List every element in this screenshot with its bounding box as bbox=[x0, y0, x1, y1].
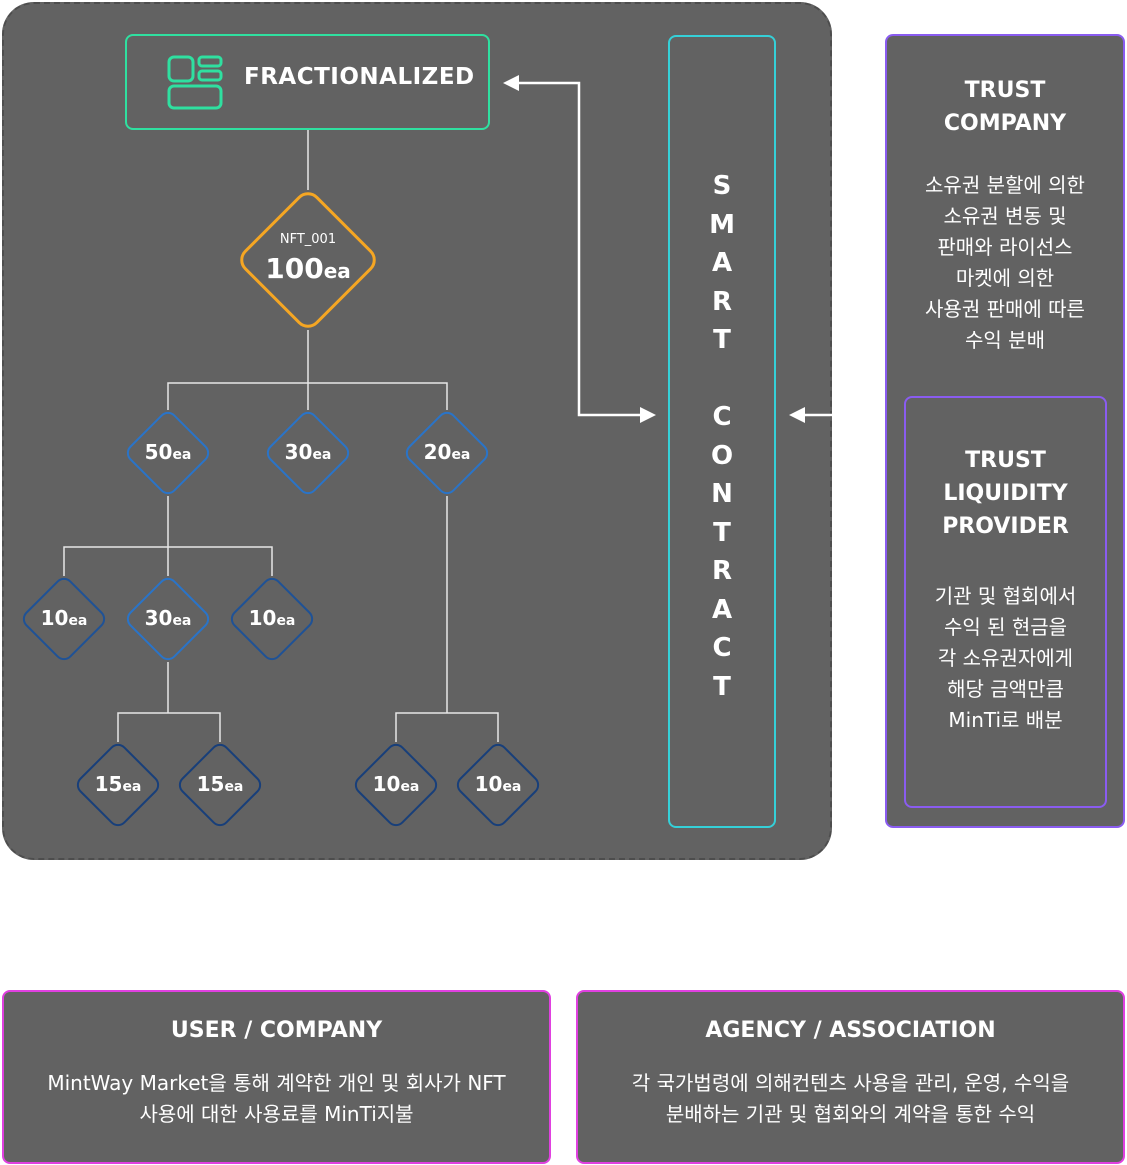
user-company-box bbox=[2, 990, 551, 1164]
agency-association-box bbox=[576, 990, 1125, 1164]
tree-node-value: 50 bbox=[144, 440, 173, 464]
smart-contract-letter: T bbox=[713, 671, 731, 702]
tree-node-value: 10 bbox=[474, 772, 503, 796]
smart-contract-letter: A bbox=[711, 594, 733, 625]
tree-node-value: 10 bbox=[40, 606, 69, 630]
trust-liquidity-description: 기관 및 협회에서 수익 된 현금을 각 소유권자에게 해당 금액만큼 MinT… bbox=[934, 584, 1077, 732]
tree-node-value: 10 bbox=[248, 606, 277, 630]
trust-company-description: 소유권 분할에 의한 소유권 변동 및 판매와 라이선스 마켓에 의한 사용권 … bbox=[925, 173, 1085, 352]
smart-contract-letter bbox=[670, 360, 774, 399]
smart-contract-letter: M bbox=[709, 209, 735, 240]
tree-node-value: 20 bbox=[423, 440, 452, 464]
tree-node-unit: ea bbox=[502, 779, 522, 795]
agency-association-description: 각 국가법령에 의해컨텐츠 사용을 관리, 운영, 수익을 분배하는 기관 및 … bbox=[631, 1071, 1070, 1126]
user-company-title: USER / COMPANY bbox=[170, 1018, 383, 1043]
fractionalized-label: FRACTIONALIZED bbox=[244, 64, 475, 90]
tree-node-amount: 10ea bbox=[351, 772, 441, 796]
tree-node-unit: ea bbox=[122, 779, 142, 795]
trust-liquidity-title: TRUST LIQUIDITY PROVIDER bbox=[942, 448, 1069, 539]
root-node-amount: 100ea bbox=[265, 252, 351, 285]
tree-node-amount: 30ea bbox=[263, 440, 353, 464]
tree-node-amount: 15ea bbox=[73, 772, 163, 796]
tree-node-unit: ea bbox=[400, 779, 420, 795]
fractionalized-box: FRACTIONALIZED bbox=[125, 34, 490, 130]
tree-node-amount: 20ea bbox=[402, 440, 492, 464]
trust-liquidity-box bbox=[904, 396, 1107, 808]
tree-node-unit: ea bbox=[68, 613, 88, 629]
trust-company-title: TRUST COMPANY bbox=[943, 78, 1067, 136]
tree-node-unit: ea bbox=[172, 447, 192, 463]
tree-node-value: 15 bbox=[196, 772, 225, 796]
tree-node-unit: ea bbox=[276, 613, 296, 629]
smart-contract-letter: T bbox=[713, 325, 731, 355]
smart-contract-letter: A bbox=[711, 248, 733, 278]
tree-node-unit: ea bbox=[172, 613, 192, 629]
smart-contract-letter: C bbox=[712, 402, 732, 432]
tree-node-amount: 50ea bbox=[123, 440, 213, 464]
tree-node-value: 15 bbox=[94, 772, 123, 796]
tree-node-unit: ea bbox=[312, 447, 332, 463]
tree-node-value: 30 bbox=[144, 606, 173, 630]
tree-node-amount: 10ea bbox=[227, 606, 317, 630]
smart-contract-letter: R bbox=[711, 556, 733, 586]
trust-company-box bbox=[885, 34, 1125, 828]
smart-contract-letter: T bbox=[713, 517, 731, 548]
smart-contract-letter: S bbox=[712, 171, 732, 201]
root-node-name: NFT_001 bbox=[279, 232, 337, 247]
smart-contract-letter: O bbox=[710, 440, 734, 471]
grid-layout-icon bbox=[167, 55, 223, 110]
user-company-description: MintWay Market을 통해 계약한 개인 및 회사가 NFT 사용에 … bbox=[47, 1071, 506, 1126]
tree-node-unit: ea bbox=[224, 779, 244, 795]
tree-node-unit: ea bbox=[451, 447, 471, 463]
tree-node-value: 10 bbox=[372, 772, 401, 796]
tree-node-value: 30 bbox=[284, 440, 313, 464]
smart-contract-letter: R bbox=[711, 286, 733, 317]
tree-node-amount: 10ea bbox=[19, 606, 109, 630]
tree-node-amount: 30ea bbox=[123, 606, 213, 630]
agency-association-title: AGENCY / ASSOCIATION bbox=[705, 1018, 996, 1043]
smart-contract-letter: N bbox=[711, 479, 733, 509]
tree-node-amount: 10ea bbox=[453, 772, 543, 796]
tree-node-amount: 15ea bbox=[175, 772, 265, 796]
smart-contract-letter: C bbox=[712, 633, 732, 663]
